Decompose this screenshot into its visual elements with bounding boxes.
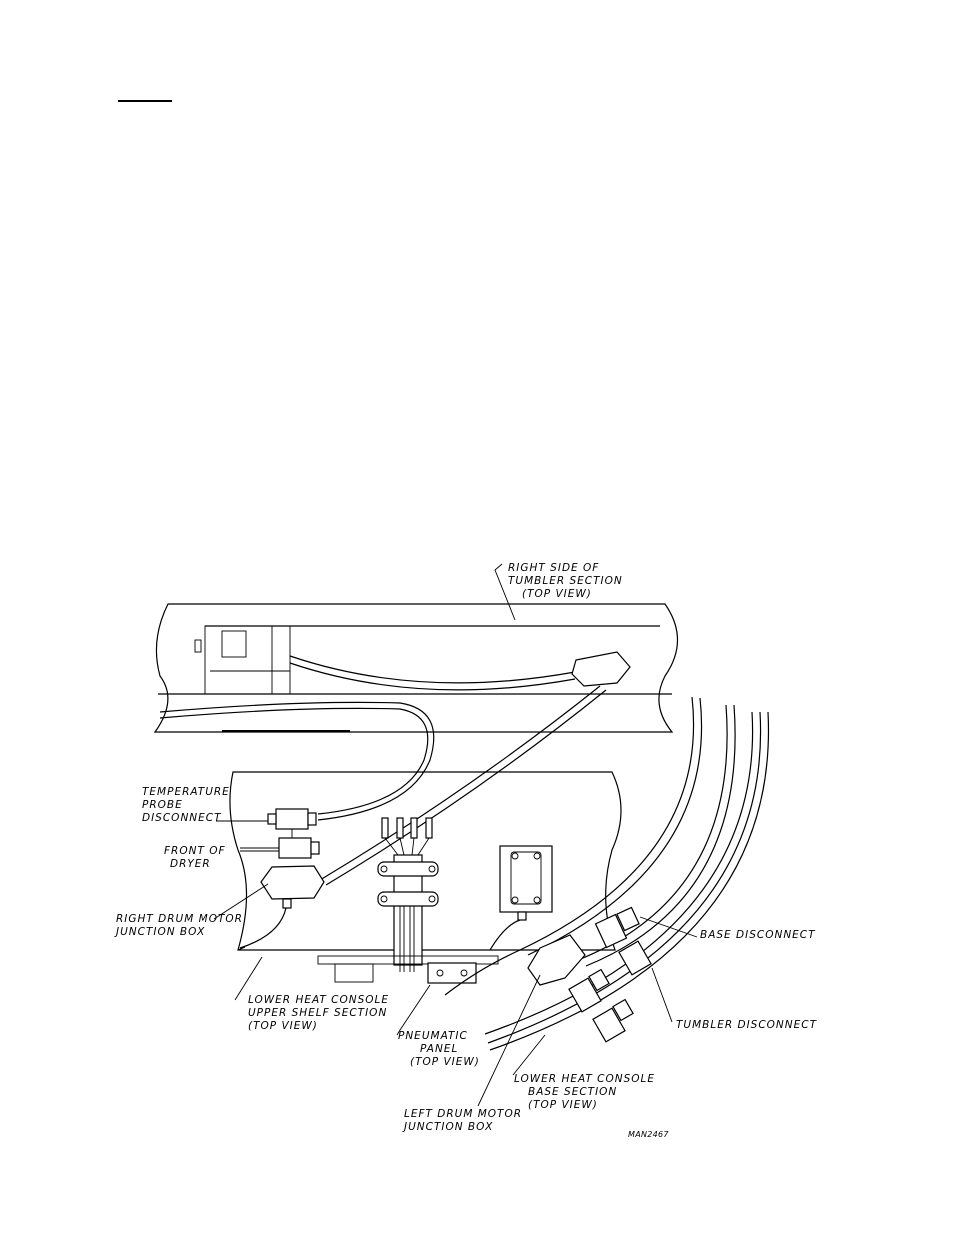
svg-text:(TOP VIEW): (TOP VIEW) [522, 588, 592, 600]
svg-text:DRYER: DRYER [170, 858, 211, 870]
svg-text:PNEUMATIC: PNEUMATIC [398, 1030, 468, 1042]
svg-text:UPPER SHELF SECTION: UPPER SHELF SECTION [248, 1007, 387, 1019]
tumbler-section-panel [153, 603, 679, 733]
svg-text:(TOP VIEW): (TOP VIEW) [410, 1056, 480, 1068]
left-drum-motor-junction-box [527, 934, 586, 986]
label-temperature-probe: TEMPERATURE PROBE DISCONNECT [142, 786, 230, 824]
label-base-section: LOWER HEAT CONSOLE BASE SECTION (TOP VIE… [514, 1073, 655, 1111]
svg-text:(TOP VIEW): (TOP VIEW) [248, 1020, 318, 1032]
switch-box [489, 845, 553, 951]
tumbler-connector [571, 651, 631, 687]
svg-text:(TOP VIEW): (TOP VIEW) [528, 1099, 598, 1111]
right-drum-cable [319, 685, 601, 881]
label-right-drum-motor: RIGHT DRUM MOTOR JUNCTION BOX [114, 913, 243, 938]
front-of-dryer-connector [240, 837, 320, 859]
svg-text:PROBE: PROBE [142, 799, 183, 811]
svg-text:TEMPERATURE: TEMPERATURE [142, 786, 230, 798]
svg-text:LOWER HEAT CONSOLE: LOWER HEAT CONSOLE [248, 994, 389, 1006]
shelf-base-bracket [317, 955, 499, 984]
svg-text:FRONT OF: FRONT OF [164, 845, 226, 857]
svg-text:DISCONNECT: DISCONNECT [142, 812, 222, 824]
label-front-of-dryer: FRONT OF DRYER [164, 845, 226, 870]
upper-shelf-panel [229, 771, 622, 951]
svg-text:JUNCTION BOX: JUNCTION BOX [114, 926, 205, 938]
label-upper-shelf-section: LOWER HEAT CONSOLE UPPER SHELF SECTION (… [248, 994, 389, 1032]
base-disconnect-connectors [527, 906, 652, 1043]
label-tumbler-disconnect: TUMBLER DISCONNECT [676, 1019, 818, 1031]
label-right-side-of-tumbler: RIGHT SIDE OF TUMBLER SECTION (TOP VIEW) [508, 562, 623, 600]
tumbler-hose [289, 655, 576, 684]
drawing-code: MAN2467 [628, 1130, 669, 1139]
label-base-disconnect: BASE DISCONNECT [700, 929, 816, 941]
svg-text:JUNCTION BOX: JUNCTION BOX [402, 1121, 493, 1133]
central-connector-assembly [377, 817, 439, 972]
svg-text:TUMBLER SECTION: TUMBLER SECTION [508, 575, 623, 587]
right-drum-motor-junction-box [239, 865, 325, 949]
heading-underline [118, 100, 172, 102]
leader-lines [213, 563, 698, 1107]
svg-text:BASE SECTION: BASE SECTION [528, 1086, 617, 1098]
temperature-probe-disconnect [216, 808, 317, 842]
label-pneumatic-panel: PNEUMATIC PANEL (TOP VIEW) [398, 1030, 480, 1068]
svg-text:RIGHT DRUM MOTOR: RIGHT DRUM MOTOR [116, 913, 243, 925]
svg-text:LEFT DRUM MOTOR: LEFT DRUM MOTOR [404, 1108, 522, 1120]
svg-text:PANEL: PANEL [420, 1043, 458, 1055]
svg-text:RIGHT SIDE OF: RIGHT SIDE OF [508, 562, 599, 574]
label-left-drum-motor: LEFT DRUM MOTOR JUNCTION BOX [402, 1108, 522, 1133]
svg-text:LOWER HEAT CONSOLE: LOWER HEAT CONSOLE [514, 1073, 655, 1085]
